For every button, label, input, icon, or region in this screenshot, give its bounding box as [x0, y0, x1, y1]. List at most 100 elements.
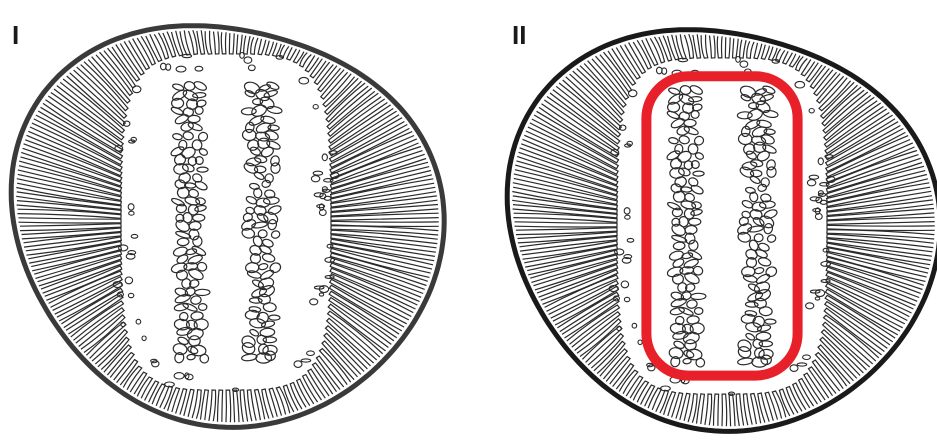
- small-blob: [240, 53, 245, 59]
- radial-fold: [685, 34, 694, 58]
- small-blob: [307, 351, 315, 356]
- radial-fold: [251, 37, 258, 54]
- radial-fold: [722, 394, 727, 426]
- central-convolution: [199, 353, 210, 364]
- central-convolution: [251, 221, 267, 229]
- radial-fold: [816, 353, 847, 389]
- small-blob: [176, 66, 186, 72]
- central-convolution: [689, 84, 704, 96]
- radial-fold: [633, 381, 648, 402]
- central-convolution: [763, 109, 779, 118]
- central-convolution: [195, 107, 203, 115]
- small-blob: [678, 58, 687, 61]
- central-convolution: [184, 81, 196, 91]
- small-blob: [324, 179, 333, 182]
- central-convolution: [174, 303, 189, 312]
- central-convolution: [241, 353, 257, 361]
- small-blob: [322, 154, 327, 161]
- highlight-outline: [646, 76, 797, 375]
- central-convolution: [268, 261, 282, 274]
- central-convolution: [666, 265, 684, 278]
- central-convolution: [738, 133, 753, 145]
- panel-i-cross-section: [11, 26, 444, 428]
- small-blob: [115, 146, 123, 152]
- central-convolution: [267, 219, 278, 231]
- small-blob: [625, 215, 630, 219]
- radial-fold: [588, 334, 623, 368]
- central-convolution: [745, 310, 757, 317]
- radial-fold: [641, 385, 655, 406]
- central-convolution: [193, 214, 205, 221]
- small-blob: [244, 57, 252, 63]
- central-convolution: [670, 307, 685, 316]
- central-convolution: [678, 135, 690, 145]
- central-convolution: [691, 111, 699, 119]
- panel-i-label: I: [12, 22, 19, 48]
- central-convolution: [188, 115, 200, 122]
- radial-fold: [608, 49, 636, 86]
- small-blob: [152, 361, 159, 367]
- central-convolution: [261, 179, 271, 188]
- central-convolution: [737, 357, 753, 365]
- central-convolution: [672, 330, 689, 340]
- radial-fold: [736, 394, 743, 426]
- central-convolution: [195, 289, 210, 295]
- radial-fold: [557, 292, 618, 331]
- central-convolution: [764, 129, 776, 135]
- central-convolution: [242, 129, 257, 141]
- radial-fold: [705, 394, 712, 425]
- radial-fold: [154, 33, 168, 59]
- radial-fold: [826, 129, 906, 172]
- radial-fold: [515, 222, 618, 227]
- central-convolution: [759, 341, 772, 347]
- radial-fold: [265, 41, 273, 56]
- radial-fold: [92, 330, 127, 364]
- radial-fold: [701, 35, 708, 58]
- radial-fold: [827, 217, 935, 224]
- small-blob: [129, 211, 134, 215]
- central-convolution: [686, 299, 698, 309]
- radial-fold: [172, 31, 183, 56]
- central-convolution: [243, 161, 260, 175]
- radial-fold: [725, 37, 730, 58]
- small-blob: [621, 281, 628, 288]
- small-blob: [301, 359, 311, 362]
- small-blob: [248, 65, 255, 71]
- radial-fold: [656, 390, 669, 413]
- central-convolution: [763, 223, 774, 235]
- small-blob: [797, 363, 807, 366]
- central-convolution: [177, 238, 189, 246]
- central-convolution: [269, 315, 280, 320]
- central-convolution: [739, 165, 756, 179]
- central-convolution: [172, 133, 183, 141]
- radial-fold: [825, 115, 895, 160]
- small-blob: [195, 66, 203, 71]
- central-convolution: [244, 89, 255, 98]
- radial-fold: [822, 330, 867, 373]
- small-blob: [740, 61, 748, 67]
- central-convolution: [195, 197, 206, 205]
- central-convolution: [674, 315, 685, 326]
- small-blob: [131, 234, 138, 238]
- radial-fold: [112, 45, 140, 82]
- central-convolution: [683, 358, 692, 364]
- radial-fold: [330, 125, 410, 168]
- central-convolution: [267, 105, 283, 114]
- radial-fold: [26, 237, 122, 255]
- central-convolution: [174, 352, 185, 364]
- central-convolution: [678, 306, 694, 317]
- small-blob: [809, 109, 814, 113]
- small-blob: [128, 204, 134, 210]
- central-convolution: [263, 337, 276, 343]
- radial-fold: [244, 36, 251, 55]
- small-blob: [142, 336, 146, 341]
- small-blob: [133, 86, 141, 93]
- central-convolution: [689, 240, 699, 251]
- small-blob: [313, 171, 322, 175]
- central-convolution: [766, 234, 776, 244]
- radial-fold: [258, 39, 266, 55]
- central-convolution: [759, 306, 772, 316]
- radial-fold: [729, 394, 735, 426]
- central-convolution: [743, 274, 758, 284]
- radial-fold: [255, 390, 265, 421]
